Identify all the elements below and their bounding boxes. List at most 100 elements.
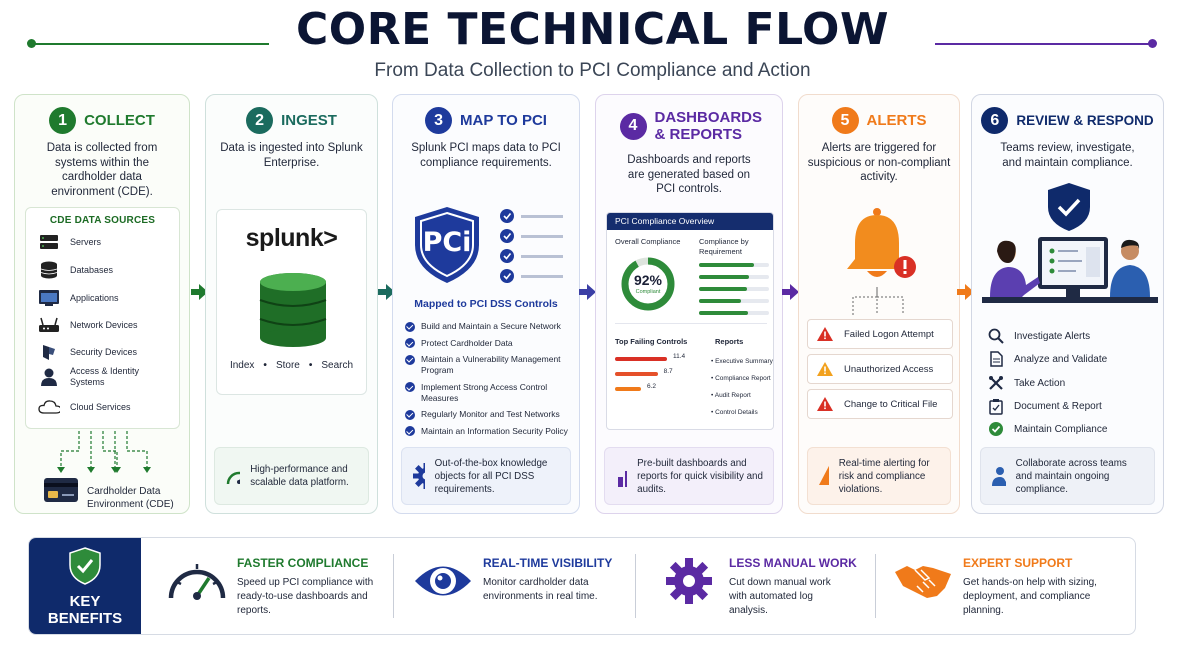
- page-subtitle: From Data Collection to PCI Compliance a…: [374, 60, 811, 81]
- report-item[interactable]: • Audit Report: [711, 392, 751, 399]
- user-icon: [38, 368, 60, 386]
- source-item: Applications: [38, 289, 119, 307]
- requirement-bars: [699, 263, 769, 323]
- source-item: Servers: [38, 233, 101, 251]
- step-review-respond: 6 REVIEW & RESPOND Teams review, investi…: [971, 94, 1164, 514]
- step-collect-header: 1 COLLECT: [15, 107, 189, 134]
- compliance-donut: [621, 257, 675, 311]
- step-review-header: 6 REVIEW & RESPOND: [972, 107, 1163, 134]
- flow-arrow: [378, 284, 395, 300]
- page-title: CORE TECHNICAL FLOW: [296, 4, 889, 55]
- action-item[interactable]: Maintain Compliance: [988, 421, 1107, 437]
- step-description: Data is ingested into Splunk Enterprise.: [220, 142, 363, 169]
- speedometer-icon: [168, 564, 226, 600]
- shield-check-icon: [69, 547, 101, 585]
- header-line-right: [935, 43, 1153, 45]
- step-map-header: 3 MAP TO PCI: [393, 107, 579, 134]
- failing-control-row: 6.2: [615, 383, 695, 398]
- action-item[interactable]: Document & Report: [988, 398, 1102, 415]
- report-item[interactable]: • Control Details: [711, 409, 758, 416]
- pci-badge-text: PCi: [422, 227, 472, 258]
- step-description: Dashboards and reports are generated bas…: [627, 154, 751, 195]
- cloud-icon: [38, 398, 60, 416]
- alert-item[interactable]: Change to Critical File: [807, 389, 953, 419]
- failing-control-value: 8.7: [663, 368, 673, 375]
- failing-control-row: 11.4: [615, 353, 695, 368]
- step-alerts: 5 ALERTS Alerts are triggered for suspic…: [798, 94, 960, 514]
- step-number-badge: 4: [619, 112, 647, 140]
- step-title: COLLECT: [84, 112, 155, 129]
- source-item: Access & Identity Systems: [38, 366, 152, 388]
- alert-item[interactable]: Failed Logon Attempt: [807, 319, 953, 349]
- cde-label: Cardholder Data Environment (CDE): [87, 486, 174, 510]
- report-item[interactable]: • Compliance Report: [711, 375, 771, 382]
- network-router-icon: [38, 316, 60, 334]
- alert-item[interactable]: Unauthorized Access: [807, 354, 953, 384]
- step-title: DASHBOARDS & REPORTS: [654, 109, 763, 143]
- step-dashboards-header: 4 DASHBOARDS & REPORTS: [596, 109, 782, 143]
- check-icon: [405, 338, 415, 348]
- requirement-bar: [699, 287, 769, 291]
- action-item[interactable]: Analyze and Validate: [988, 351, 1107, 367]
- step-alerts-header: 5 ALERTS: [799, 107, 959, 134]
- reports-list: • Executive Summary • Compliance Report …: [711, 353, 773, 421]
- step-map-to-pci: 3 MAP TO PCI Splunk PCI maps data to PCI…: [392, 94, 580, 514]
- failing-control-bar: [615, 387, 641, 391]
- requirement-bar: [699, 263, 769, 267]
- step-title: INGEST: [281, 112, 337, 129]
- check-icon: [405, 382, 415, 392]
- eye-icon: [415, 566, 471, 596]
- pci-compliance-dashboard: PCI Compliance Overview Overall Complian…: [606, 212, 774, 430]
- step-number-badge: 1: [49, 107, 77, 134]
- requirement-bar-fill: [699, 299, 741, 303]
- header: CORE TECHNICAL FLOW From Data Collection…: [0, 0, 1185, 92]
- pci-shield-icon: [415, 207, 479, 283]
- source-item: Databases: [38, 261, 113, 279]
- step-description: Splunk PCI maps data to PCI compliance r…: [411, 142, 561, 169]
- failing-control-bar: [615, 357, 667, 361]
- step-note: Out-of-the-box knowledge objects for all…: [401, 447, 571, 505]
- flow-arrow: [782, 284, 799, 300]
- flow-arrow: [957, 284, 974, 300]
- check-icon: [405, 321, 415, 332]
- requirement-bar-fill: [699, 287, 747, 291]
- action-item[interactable]: Take Action: [988, 375, 1065, 391]
- application-window-icon: [38, 289, 60, 307]
- action-item[interactable]: Investigate Alerts: [988, 328, 1090, 344]
- flow-arrow: [191, 284, 208, 300]
- speedometer-icon: [226, 471, 241, 485]
- step-note: High-performance and scalable data platf…: [214, 447, 369, 505]
- compliance-by-requirement-label: Compliance by Requirement: [699, 237, 749, 256]
- check-icon: [405, 426, 415, 436]
- step-description: Alerts are triggered for suspicious or n…: [807, 142, 951, 183]
- failing-control-row: 8.7: [615, 368, 695, 383]
- warning-icon: [817, 327, 833, 341]
- alarm-icon: [819, 466, 829, 485]
- requirement-bar-fill: [699, 311, 748, 315]
- requirement-bar-fill: [699, 275, 750, 279]
- requirement-bar: [699, 299, 769, 303]
- failing-control-value: 6.2: [647, 383, 657, 390]
- overall-compliance-value: 92%: [633, 272, 663, 288]
- tools-icon: [989, 376, 1003, 390]
- step-description: Data is collected from systems within th…: [46, 142, 158, 198]
- checklist-icon: [500, 209, 563, 283]
- report-item[interactable]: • Executive Summary: [711, 358, 773, 365]
- gear-icon: [413, 463, 425, 489]
- database-icon: [259, 273, 327, 347]
- pipeline-step: Index: [229, 360, 255, 371]
- check-icon: [405, 354, 415, 365]
- controls-title: Mapped to PCI DSS Controls: [414, 298, 558, 310]
- document-icon: [990, 351, 1003, 367]
- header-line-left: [31, 43, 269, 45]
- server-icon: [38, 233, 60, 251]
- step-ingest-header: 2 INGEST: [206, 107, 377, 134]
- control-item: Build and Maintain a Secure Network: [405, 321, 570, 332]
- flow-arrow: [579, 284, 596, 300]
- step-number-badge: 3: [425, 107, 453, 134]
- splunk-platform-panel: splunk> Index• Store• Search: [216, 209, 367, 395]
- pipeline-steps: Index• Store• Search: [229, 360, 354, 371]
- top-failing-controls-label: Top Failing Controls: [615, 337, 688, 346]
- dashboard-title: PCI Compliance Overview: [607, 213, 773, 230]
